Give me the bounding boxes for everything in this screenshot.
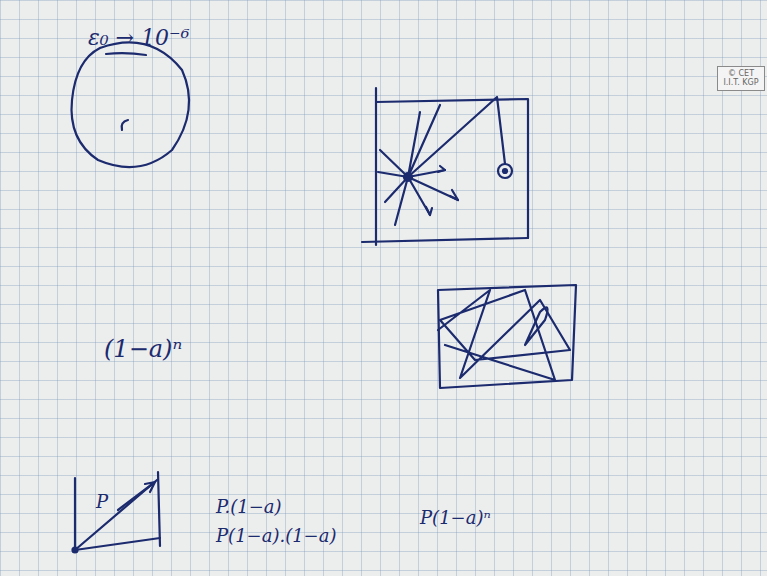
- watermark-box: © CET I.I.T. KGP: [717, 66, 765, 91]
- watermark-text: © CET I.I.T. KGP: [721, 69, 761, 87]
- formula: P(1−a).(1−a): [216, 526, 336, 546]
- underline: [106, 53, 146, 55]
- formula: (1−a)ⁿ: [104, 336, 182, 362]
- arrow-p: [118, 482, 155, 510]
- dot: [503, 169, 507, 173]
- arrowheads: [426, 166, 458, 215]
- random-path: [438, 290, 570, 380]
- axis: [375, 88, 377, 245]
- dot: [73, 548, 78, 553]
- diagonal: [75, 480, 157, 550]
- box-edge: [376, 99, 528, 238]
- teardrop: [525, 308, 548, 346]
- vector-label: P: [96, 492, 108, 512]
- formula: P(1−a)ⁿ: [420, 508, 491, 528]
- circle: [72, 42, 190, 167]
- formula: ε₀ → 10⁻⁶: [88, 26, 189, 50]
- wall: [158, 472, 160, 546]
- mark: [122, 120, 128, 130]
- detector: [498, 164, 512, 178]
- formula: P.(1−a): [216, 497, 282, 517]
- ray: [408, 97, 505, 177]
- rays: [378, 105, 458, 225]
- wall: [74, 478, 76, 552]
- box: [438, 285, 576, 388]
- axis: [362, 238, 528, 242]
